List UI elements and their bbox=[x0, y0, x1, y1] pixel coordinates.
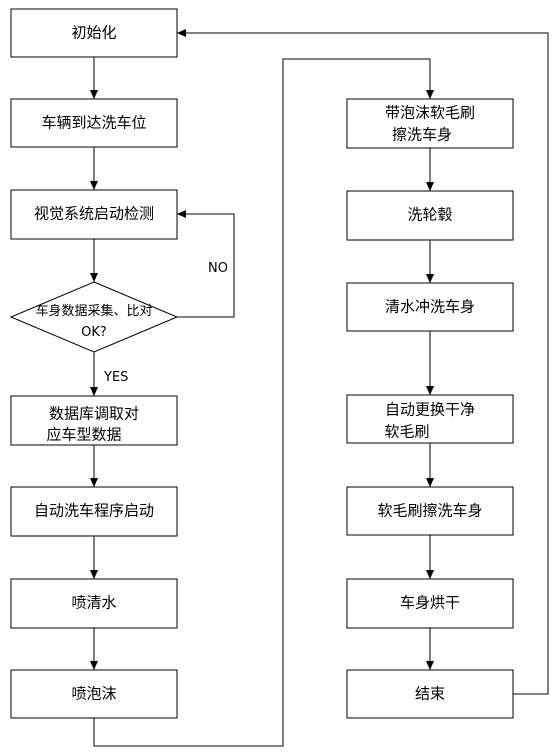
database-label-line1: 数据库调取对 bbox=[49, 405, 139, 423]
yes-label: YES bbox=[103, 370, 128, 385]
wash-hub-box bbox=[346, 190, 514, 241]
rinse-body-label: 清水冲洗车身 bbox=[385, 298, 475, 316]
end-label: 结束 bbox=[415, 685, 445, 703]
no-label: NO bbox=[208, 261, 228, 276]
vehicle-arrives-label: 车辆到达洗车位 bbox=[41, 114, 146, 132]
brush-body-label: 软毛刷擦洗车身 bbox=[377, 502, 482, 520]
spray-water-label: 喷清水 bbox=[71, 594, 116, 612]
arrow-no-loop bbox=[177, 210, 235, 318]
program-start-label: 自动洗车程序启动 bbox=[34, 502, 154, 520]
arrow-foam-to-brush bbox=[93, 58, 434, 747]
replace-brush-label-line2: 软毛刷 bbox=[384, 423, 429, 441]
init-box bbox=[10, 8, 178, 58]
brush-body-box bbox=[346, 486, 514, 536]
dry-body-label: 车身烘干 bbox=[400, 594, 460, 612]
database-label-line2: 应车型数据 bbox=[46, 426, 121, 444]
program-start-box bbox=[10, 486, 178, 537]
vision-start-label: 视觉系统启动检测 bbox=[34, 205, 154, 223]
foam-brush-label-line2: 擦洗车身 bbox=[392, 126, 452, 144]
spray-water-box bbox=[10, 578, 178, 629]
foam-brush-box bbox=[346, 98, 514, 149]
end-box bbox=[346, 669, 514, 719]
spray-foam-box bbox=[10, 669, 178, 719]
replace-brush-label-line1: 自动更换干净 bbox=[385, 401, 475, 419]
arrow-end-to-init bbox=[177, 29, 549, 695]
decision-label-line1: 车身数据采集、比对 bbox=[35, 303, 152, 319]
init-label: 初始化 bbox=[71, 24, 116, 42]
dry-body-box bbox=[346, 578, 514, 629]
wash-hub-label: 洗轮毂 bbox=[407, 206, 452, 224]
decision-label-line2: OK? bbox=[81, 325, 107, 340]
spray-foam-label: 喷泡沫 bbox=[71, 685, 116, 703]
database-box bbox=[10, 395, 178, 446]
foam-brush-label-line1: 带泡沫软毛刷 bbox=[385, 104, 475, 122]
replace-brush-box bbox=[346, 394, 514, 444]
vehicle-arrives-box bbox=[10, 98, 178, 148]
